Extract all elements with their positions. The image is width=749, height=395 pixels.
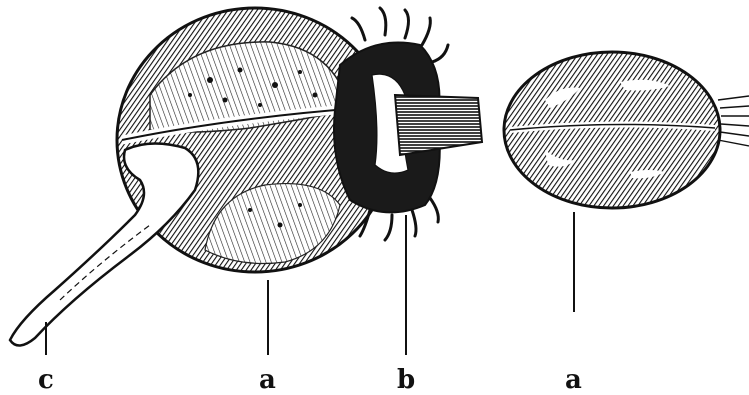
- seed-right-hilum: [718, 96, 749, 146]
- label-a-left: a: [259, 365, 276, 395]
- label-a-right: a: [565, 365, 582, 395]
- germinating-seed: [10, 8, 482, 346]
- shoot: [395, 95, 482, 155]
- whole-seed: [504, 52, 749, 208]
- label-b: b: [397, 365, 415, 395]
- label-c: c: [38, 365, 54, 395]
